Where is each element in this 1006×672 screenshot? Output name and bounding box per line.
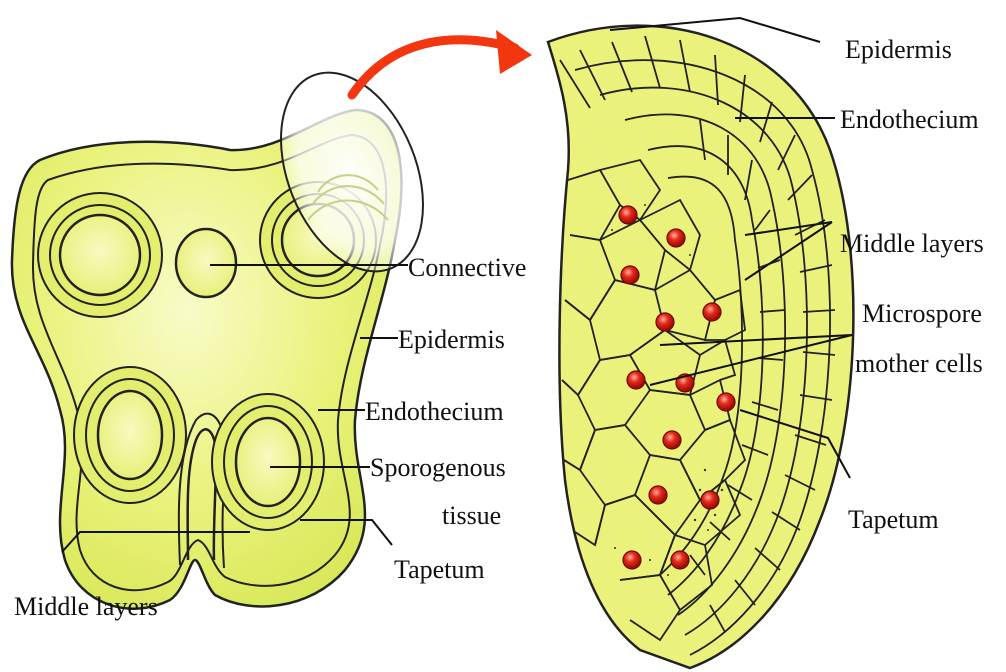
label-microspore: Microspore <box>862 299 982 328</box>
nucleus <box>619 206 637 224</box>
nucleus <box>623 551 641 569</box>
anther-cross-section <box>12 52 450 609</box>
label-middle-layers-right: Middle layers <box>840 229 984 258</box>
nucleus <box>701 491 719 509</box>
label-sporogenous: Sporogenous <box>370 453 506 482</box>
label-tapetum-left: Tapetum <box>394 555 485 584</box>
label-tapetum-right: Tapetum <box>848 505 939 534</box>
pollen-sac-upper-left <box>38 193 162 317</box>
label-middle-layers-left: Middle layers <box>14 592 158 621</box>
pollen-sac-lower-right <box>212 394 324 530</box>
nucleus <box>649 486 667 504</box>
nucleus <box>671 551 689 569</box>
label-epidermis-right: Epidermis <box>845 35 952 64</box>
nucleus <box>621 266 639 284</box>
label-connective: Connective <box>408 253 526 282</box>
nucleus <box>663 431 681 449</box>
nucleus <box>627 371 645 389</box>
connective-tissue <box>176 229 236 297</box>
label-mother-cells: mother cells <box>855 349 983 378</box>
label-epidermis-left: Epidermis <box>398 325 505 354</box>
magnify-arrow <box>352 30 532 95</box>
nucleus <box>717 393 735 411</box>
nucleus <box>656 313 674 331</box>
label-endothecium-left: Endothecium <box>365 397 504 426</box>
label-sporogenous-tissue: tissue <box>442 501 501 530</box>
label-endothecium-right: Endothecium <box>840 105 979 134</box>
nucleus <box>667 229 685 247</box>
pollen-sac-lower-left <box>74 367 186 503</box>
nucleus <box>703 303 721 321</box>
